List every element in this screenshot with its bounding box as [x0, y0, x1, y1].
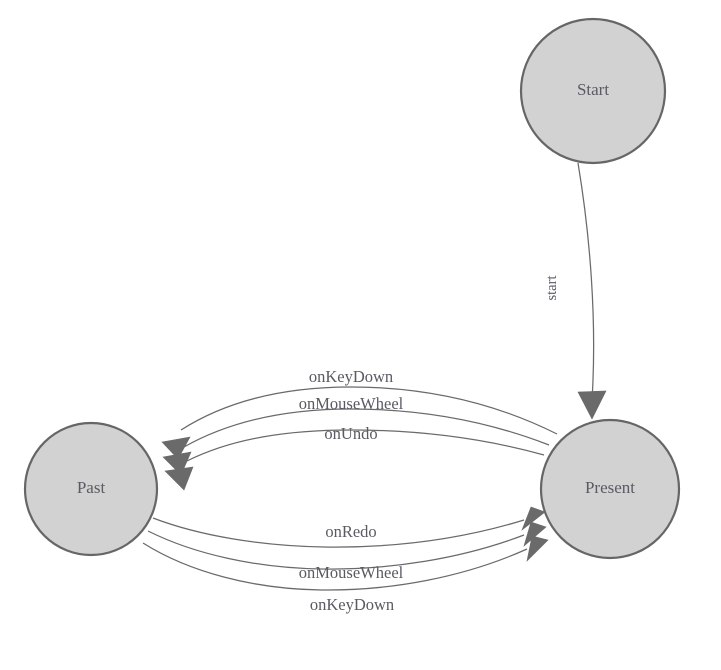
node-present-label: Present	[585, 478, 635, 497]
edge-past-to-present-onredo-path	[152, 517, 525, 548]
edge-present-to-past-onundo-arrowhead	[164, 466, 194, 491]
node-start-label: Start	[577, 80, 609, 99]
edge-past-to-present-onkeydown-path	[142, 542, 528, 591]
edge-label-present-past-onmousewheel: onMouseWheel	[299, 394, 404, 413]
edge-present-to-past-onkeydown-arrowhead	[161, 436, 191, 460]
edge-present-to-past-onundo[interactable]: onUndo	[164, 424, 545, 491]
edge-past-to-present-onredo[interactable]: onRedo	[152, 506, 546, 548]
edge-past-to-present-onkeydown[interactable]: onKeyDown	[142, 535, 549, 614]
node-past[interactable]: Past	[23, 421, 159, 557]
node-past-circle	[23, 421, 159, 557]
edge-label-past-present-onredo: onRedo	[325, 522, 376, 541]
edge-present-to-past-onmousewheel-arrowhead	[162, 451, 192, 476]
node-past-label: Past	[77, 478, 106, 497]
edge-label-start: start	[544, 276, 560, 301]
edge-present-to-past-onmousewheel-path	[183, 408, 550, 448]
edge-label-past-present-onkeydown: onKeyDown	[310, 595, 394, 614]
node-present-circle	[539, 418, 681, 560]
edge-present-to-past-onkeydown-path	[180, 386, 558, 435]
node-present[interactable]: Present	[539, 418, 681, 560]
edge-label-present-past-onkeydown: onKeyDown	[309, 367, 393, 386]
edge-label-past-present-onmousewheel: onMouseWheel	[299, 563, 404, 582]
node-start-circle	[519, 17, 667, 165]
edge-label-present-past-onundo: onUndo	[324, 424, 377, 443]
edge-past-to-present-onmousewheel[interactable]: onMouseWheel	[147, 521, 547, 582]
edge-present-to-past-onkeydown[interactable]: onKeyDown	[161, 367, 558, 460]
edge-present-to-past-onmousewheel[interactable]: onMouseWheel	[162, 394, 550, 476]
node-start[interactable]: Start	[519, 17, 667, 165]
edge-start-to-present-path	[577, 162, 595, 401]
edge-present-to-past-onundo-path	[186, 429, 545, 462]
edge-past-to-present-onmousewheel-path	[147, 530, 525, 570]
edge-start-to-present-arrowhead	[577, 390, 607, 420]
edge-past-to-present-onredo-arrowhead	[521, 506, 546, 531]
edge-start-to-present[interactable]: start	[544, 162, 607, 420]
edge-past-to-present-onkeydown-arrowhead	[526, 535, 549, 562]
